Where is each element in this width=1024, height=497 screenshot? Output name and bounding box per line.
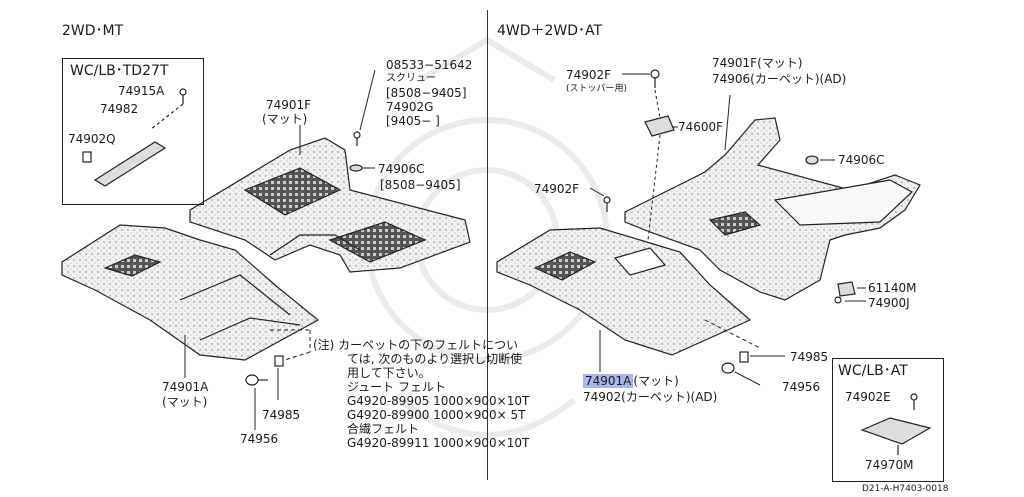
note-line-3: 用して下さい｡ bbox=[347, 366, 425, 380]
highlighted-part-74901A[interactable]: 74901A bbox=[583, 374, 634, 388]
label-74902G: 74902G bbox=[386, 100, 434, 114]
note-line-5: G4920-89905 1000×900×10T bbox=[347, 394, 530, 408]
left-leader-lines bbox=[184, 69, 376, 430]
label-74956-right: 74956 bbox=[782, 380, 821, 394]
label-74901A-right: 74901A(マット) bbox=[583, 374, 679, 388]
part-74915A: 74915A bbox=[118, 84, 165, 98]
label-74902G-range: [9405− ] bbox=[386, 114, 440, 128]
label-74902-carpet: 74902(カーペット)(AD) bbox=[583, 390, 718, 404]
note-line-8: G4920-89911 1000×900×10T bbox=[347, 436, 530, 450]
section-divider bbox=[487, 10, 489, 480]
label-74901A-left: 74901A bbox=[162, 380, 209, 394]
label-74901A-right-name: (マット) bbox=[633, 374, 679, 388]
right-box-title: WC/LB･AT bbox=[838, 363, 908, 379]
part-74902Q: 74902Q bbox=[68, 132, 116, 146]
label-74906-right: 74906(カーペット)(AD) bbox=[712, 72, 847, 86]
label-74900J: 74900J bbox=[868, 296, 910, 310]
label-61140M: 61140M bbox=[868, 281, 917, 295]
mat-74901F-left bbox=[189, 137, 471, 273]
note-line-4: ジュート フェルト bbox=[347, 380, 446, 394]
part-74982: 74982 bbox=[100, 102, 139, 116]
label-74901F-right: 74901F(マット) bbox=[712, 56, 803, 70]
label-74985-left: 74985 bbox=[262, 408, 301, 422]
note-line-1: (注) カーペットの下のフェルトについ bbox=[313, 338, 519, 352]
felt-note: (注) カーペットの下のフェルトについ ては, 次のものより選択し切断使 用して… bbox=[313, 338, 529, 450]
label-74906C-right: 74906C bbox=[838, 153, 885, 167]
footer-code: D21-A-H7403-0018 bbox=[862, 484, 949, 494]
mat-74901F-right bbox=[624, 117, 921, 301]
left-fasteners bbox=[245, 131, 363, 386]
note-line-6: G4920-89900 1000×900× 5T bbox=[347, 408, 526, 422]
right-variant-box bbox=[832, 358, 944, 482]
label-08533-51642: 08533−51642 bbox=[386, 58, 473, 72]
left-box-title: WC/LB･TD27T bbox=[70, 63, 169, 79]
right-leader-lines bbox=[589, 73, 866, 386]
part-74970M: 74970M bbox=[865, 458, 914, 472]
label-74906C-left-range: [8508−9405] bbox=[380, 178, 461, 192]
label-74902F-lower: 74902F bbox=[534, 182, 580, 196]
left-section-title: 2WD･MT bbox=[62, 23, 124, 39]
note-line-7: 合繊フェルト bbox=[347, 422, 420, 436]
right-fasteners bbox=[603, 69, 856, 374]
label-74902F-stopper: 74902F bbox=[566, 68, 612, 82]
label-74600F: 74600F bbox=[678, 120, 724, 134]
left-box-parts bbox=[82, 88, 187, 187]
right-section-title: 4WD＋2WD･AT bbox=[497, 23, 603, 39]
label-stopper-name: (ストッパー用) bbox=[566, 84, 628, 94]
mat-74901A-right bbox=[496, 227, 752, 356]
label-screw: スクリュー bbox=[386, 73, 436, 84]
label-74956-left: 74956 bbox=[240, 432, 279, 446]
right-box-parts bbox=[860, 393, 932, 455]
part-74902E: 74902E bbox=[845, 390, 891, 404]
label-74985-right: 74985 bbox=[790, 350, 829, 364]
label-screw-range: [8508−9405] bbox=[386, 86, 467, 100]
label-74901A-left-name: (マット) bbox=[162, 395, 208, 409]
note-line-2: ては, 次のものより選択し切断使 bbox=[347, 352, 523, 366]
label-74901F-left: 74901F bbox=[266, 98, 312, 112]
label-74901F-left-name: (マット) bbox=[262, 112, 308, 126]
label-74906C-left: 74906C bbox=[378, 162, 425, 176]
mat-74901A-left bbox=[61, 224, 320, 361]
left-variant-box bbox=[62, 58, 204, 205]
